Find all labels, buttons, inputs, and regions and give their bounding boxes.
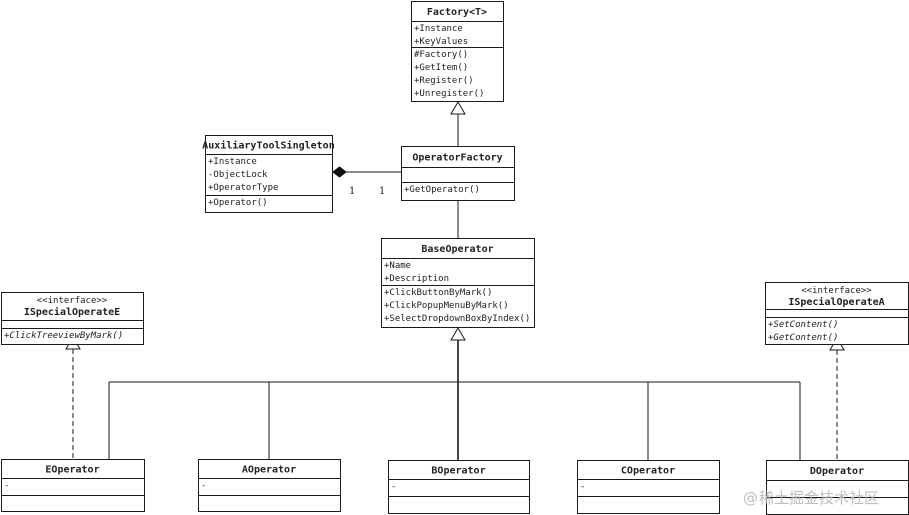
class-ispecial-operate-e[interactable]: <<interface>>ISpecialOperateE +ClickTreev… [1,292,144,345]
class-box [1,459,145,512]
class-name: ISpecialOperateA [788,296,884,308]
class-name: ISpecialOperateE [24,306,120,318]
class-stereotype: <<interface>> [37,296,108,306]
class-box [1,292,144,345]
watermark: @ 稀土掘金技术社区 [743,489,879,507]
class-attribute: +KeyValues [414,37,468,47]
class-stereotype: <<interface>> [801,286,872,296]
class-box [198,459,341,512]
class-auxiliary-tool-singleton[interactable]: AuxiliaryToolSingleton +Instance -ObjectLo… [202,135,335,213]
class-name: Factory<T> [427,7,487,18]
composition-diamond [332,166,347,178]
class-name: COperator [621,466,675,477]
class-method: +Register() [414,76,474,86]
class-method: +Operator() [208,198,268,208]
class-attribute: +Name [384,261,411,271]
class-name: BaseOperator [421,244,493,255]
class-method: +Unregister() [414,89,484,99]
class-box [388,460,530,514]
labels-layer: 1 1 [349,186,385,197]
watermark-text: 稀土掘金技术社区 [759,489,879,507]
class-c-operator[interactable]: COperator - [577,460,720,514]
class-method: +GetOperator() [404,185,480,195]
class-attribute: - [391,482,396,492]
class-box [766,460,909,515]
class-operator-factory[interactable]: OperatorFactory +GetOperator() [401,146,515,201]
composition-part-multiplicity: 1 [379,186,385,197]
class-ispecial-operate-a[interactable]: <<interface>>ISpecialOperateA +SetContent… [765,282,909,345]
class-box [401,146,515,201]
class-name: AOperator [242,465,296,476]
class-d-operator[interactable]: DOperator [766,460,909,515]
composition-whole-multiplicity: 1 [349,186,355,197]
class-box [577,460,720,514]
class-box [411,1,504,102]
class-method: +SelectDropdownBoxByIndex() [384,314,530,324]
class-a-operator[interactable]: AOperator - [198,459,341,512]
class-attribute: +OperatorType [208,183,278,193]
generalization-arrowhead [450,101,466,115]
class-box [205,135,333,213]
class-method: +SetContent() [768,320,838,330]
generalization-arrowhead [450,327,466,341]
class-b-operator[interactable]: BOperator - [388,460,530,514]
class-name: OperatorFactory [412,153,502,164]
at-sign-icon: @ [743,489,758,507]
class-attribute: +Description [384,274,449,284]
class-method: #Factory() [414,50,468,60]
class-name: DOperator [810,466,864,477]
class-method: +ClickPopupMenuByMark() [384,301,509,311]
class-e-operator[interactable]: EOperator - [1,459,145,512]
class-name: AuxiliaryToolSingleton [202,140,334,152]
class-base-operator[interactable]: BaseOperator +Name +Description +ClickButto… [381,238,535,328]
class-factory[interactable]: Factory<T> +Instance +KeyValues #Factory() +… [411,1,504,102]
class-method: +GetItem() [414,63,468,73]
class-attribute: +Instance [414,24,463,34]
class-box [381,238,535,328]
class-method: +ClickButtonByMark() [384,288,492,298]
class-attribute: +Instance [208,157,257,167]
class-attribute: - [580,482,585,492]
class-attribute: -ObjectLock [208,170,268,180]
class-method: +GetContent() [768,333,838,343]
class-name: BOperator [431,466,485,477]
class-attribute: - [4,481,9,491]
class-attribute: - [201,481,206,491]
class-method: +ClickTreeviewByMark() [4,331,123,341]
class-name: EOperator [45,465,99,476]
